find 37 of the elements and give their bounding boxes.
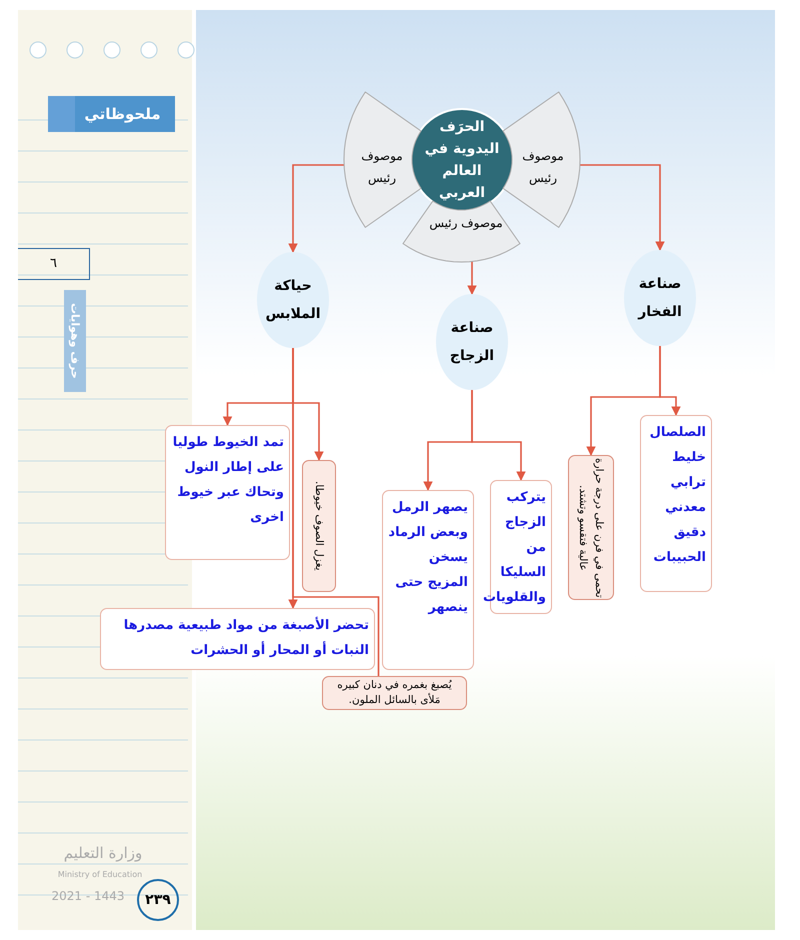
answer-text: يصهر الرمل وبعض الرماد يسخن المزيج حتى ينصهر bbox=[388, 499, 468, 617]
arrow bbox=[580, 164, 665, 251]
arrow bbox=[467, 261, 477, 295]
petal-label: موصوف رئيس bbox=[521, 148, 565, 187]
answer-box bbox=[100, 608, 375, 670]
answer-box bbox=[382, 490, 474, 670]
topic-label: صناعة الفخار bbox=[636, 275, 683, 322]
unit-ribbon: حرف وهوايات bbox=[64, 290, 86, 392]
fact-text: يغزل الصوف خيوطا. bbox=[312, 481, 326, 571]
ministry-name: وزارة التعليم bbox=[62, 844, 144, 862]
answer-text: تحضر الأصبغة من مواد طبيعية مصدرها النبات أو المحار أو الحشرات bbox=[122, 616, 369, 660]
petal-shape bbox=[403, 200, 520, 262]
title-text: الحرَف اليدوية في العالم العربي bbox=[424, 118, 500, 203]
petal-label: موصوف رئيس bbox=[428, 214, 504, 232]
answer-text: يتركب الزجاج من السليكا والقلويات bbox=[482, 489, 546, 607]
notes-tab: ملحوظاتي bbox=[48, 96, 175, 132]
answer-box bbox=[165, 425, 290, 560]
petal-shape bbox=[502, 92, 580, 228]
petal-label: موصوف رئيس bbox=[360, 148, 404, 187]
fact-text: تحمى في فرن على درجة حرارة عالية فتقسو وتشتد. bbox=[576, 456, 606, 599]
answer-text: الصلصال خليط ترابي معدني دقيق الحبيبات bbox=[648, 424, 706, 567]
fact-box bbox=[322, 676, 467, 710]
petal-shape bbox=[344, 92, 422, 228]
arrow bbox=[659, 346, 681, 416]
answer-box bbox=[640, 415, 712, 592]
topic-label: صناعة الزجاج bbox=[448, 319, 496, 366]
unit-number: ٦ bbox=[18, 248, 90, 280]
ministry-name: Ministry of Education bbox=[56, 870, 144, 879]
arrow bbox=[288, 164, 345, 253]
year-label: 2021 - 1443 bbox=[50, 889, 126, 903]
arrow bbox=[471, 390, 526, 481]
page-number: ٢٣٩ bbox=[137, 879, 179, 921]
fact-box bbox=[568, 455, 614, 600]
fact-box bbox=[302, 460, 336, 592]
answer-text: تمد الخيوط طوليا على إطار النول وتحاك عبر خيوط اخرى bbox=[172, 434, 284, 527]
fact-text: يُصبغ بغمره في دنان كبيره مَلأى بالسائل الملون. bbox=[336, 678, 453, 708]
topic-label: حياكة الملابس bbox=[264, 277, 322, 324]
